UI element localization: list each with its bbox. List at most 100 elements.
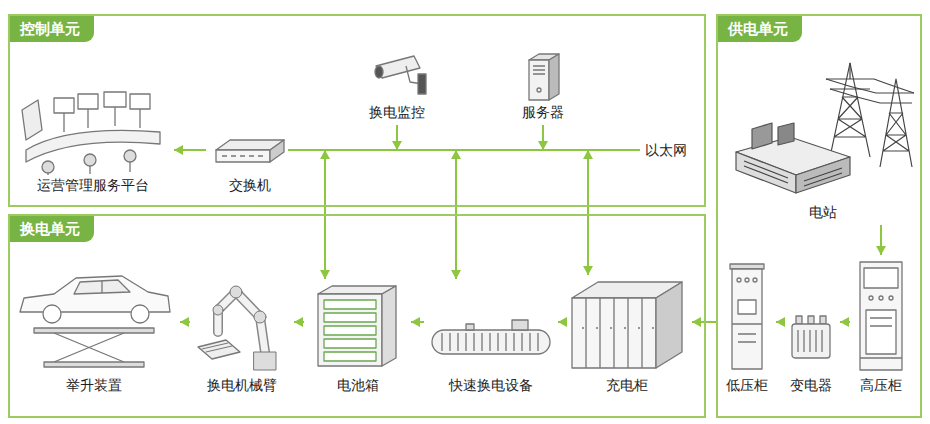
- icon-shape: [730, 264, 764, 269]
- unit-region: 换电单元举升装置换电机械臂电池箱快速换电设备充电柜: [8, 214, 706, 418]
- equipment-label: 服务器: [510, 102, 576, 122]
- icon-shape: [537, 88, 541, 92]
- icon-shape: [656, 282, 682, 368]
- icon-shape: [860, 262, 902, 370]
- icon-shape: [737, 278, 741, 282]
- connector: [294, 125, 548, 150]
- icon-shape: [744, 161, 842, 186]
- icon-shape: [879, 296, 883, 300]
- equipment-icon: [196, 262, 288, 375]
- icon-shape: [130, 94, 150, 109]
- icon-shape: [101, 281, 102, 293]
- equipment-node: 变电器: [785, 300, 837, 395]
- icon-shape: [792, 324, 830, 358]
- icon-shape: [34, 328, 154, 333]
- icon-shape: [42, 161, 54, 173]
- icon-shape: [124, 150, 136, 162]
- arrow-head: [320, 270, 330, 279]
- icon-shape: [213, 305, 223, 315]
- region-title: 换电单元: [10, 216, 94, 242]
- icon-shape: [20, 276, 170, 367]
- equipment-label: 低压柜: [721, 375, 773, 395]
- equipment-label: 电站: [727, 202, 919, 222]
- icon-shape: [860, 318, 902, 358]
- connector: [558, 317, 567, 327]
- equipment-icon: [18, 70, 168, 175]
- icon-shape: [216, 140, 284, 162]
- equipment-node: 交换机: [209, 130, 291, 195]
- icon-shape: [54, 333, 124, 362]
- icon-shape: [254, 311, 266, 323]
- icon-shape: [54, 98, 74, 113]
- connector: [294, 317, 304, 327]
- arrow-head: [411, 317, 420, 327]
- icon-shape: [778, 123, 794, 145]
- equipment-node: 高压柜: [853, 258, 909, 395]
- connector: [294, 125, 402, 150]
- arrow-head: [583, 150, 593, 159]
- equipment-node: 运营管理服务平台: [15, 70, 171, 195]
- connector: [840, 317, 850, 327]
- equipment-label: 电池箱: [307, 375, 408, 395]
- icon-shape: [826, 79, 914, 103]
- icon-shape: [78, 94, 98, 109]
- icon-shape: [808, 316, 814, 324]
- icon-shape: [880, 79, 912, 167]
- equipment-icon: [513, 50, 573, 102]
- connector-line: [294, 150, 588, 275]
- arrow-head: [320, 150, 330, 159]
- icon-shape: [216, 150, 270, 162]
- arrow-head: [583, 266, 593, 275]
- icon-shape: [22, 100, 42, 140]
- equipment-node: 举升装置: [11, 262, 177, 395]
- equipment-node: 换电机械臂: [193, 262, 291, 395]
- icon-shape: [736, 63, 914, 193]
- arrow-head: [180, 317, 189, 327]
- icon-shape: [270, 140, 284, 162]
- region-title: 控制单元: [10, 16, 94, 42]
- icon-shape: [104, 92, 126, 107]
- equipment-icon: [14, 262, 174, 375]
- icon-shape: [375, 66, 383, 78]
- icon-shape: [22, 92, 160, 175]
- icon-shape: [318, 294, 382, 366]
- icon-shape: [529, 54, 559, 100]
- icon-shape: [826, 63, 874, 89]
- icon-shape: [738, 300, 756, 314]
- icon-shape: [324, 313, 376, 322]
- icon-shape: [730, 264, 764, 369]
- equipment-icon: [730, 57, 916, 202]
- equipment-label: 快速换电设备: [427, 375, 555, 395]
- equipment-icon: [430, 282, 552, 375]
- icon-shape: [798, 330, 822, 352]
- icon-shape: [533, 66, 545, 74]
- icon-shape: [324, 300, 376, 309]
- icon-shape: [792, 316, 830, 358]
- equipment-label: 高压柜: [853, 375, 909, 395]
- equipment-icon: [856, 258, 906, 375]
- arrow-head: [558, 317, 567, 327]
- equipment-label: 举升装置: [11, 375, 177, 395]
- icon-shape: [218, 292, 265, 352]
- icon-shape: [860, 262, 902, 370]
- icon-shape: [586, 298, 642, 368]
- connector-line: [294, 125, 543, 150]
- equipment-icon: [788, 300, 834, 375]
- icon-shape: [198, 340, 240, 359]
- icon-shape: [732, 269, 762, 369]
- icon-shape: [820, 316, 826, 324]
- unit-region: 供电单元电站低压柜变电器高压柜: [716, 14, 922, 418]
- icon-shape: [432, 330, 550, 354]
- equipment-icon: [310, 282, 405, 375]
- icon-shape: [324, 326, 376, 335]
- icon-shape: [324, 339, 376, 348]
- icon-shape: [318, 286, 396, 366]
- icon-shape: [48, 162, 130, 175]
- equipment-label: 充电柜: [565, 375, 689, 395]
- icon-shape: [432, 320, 550, 354]
- icon-shape: [230, 286, 242, 298]
- connector: [294, 150, 593, 275]
